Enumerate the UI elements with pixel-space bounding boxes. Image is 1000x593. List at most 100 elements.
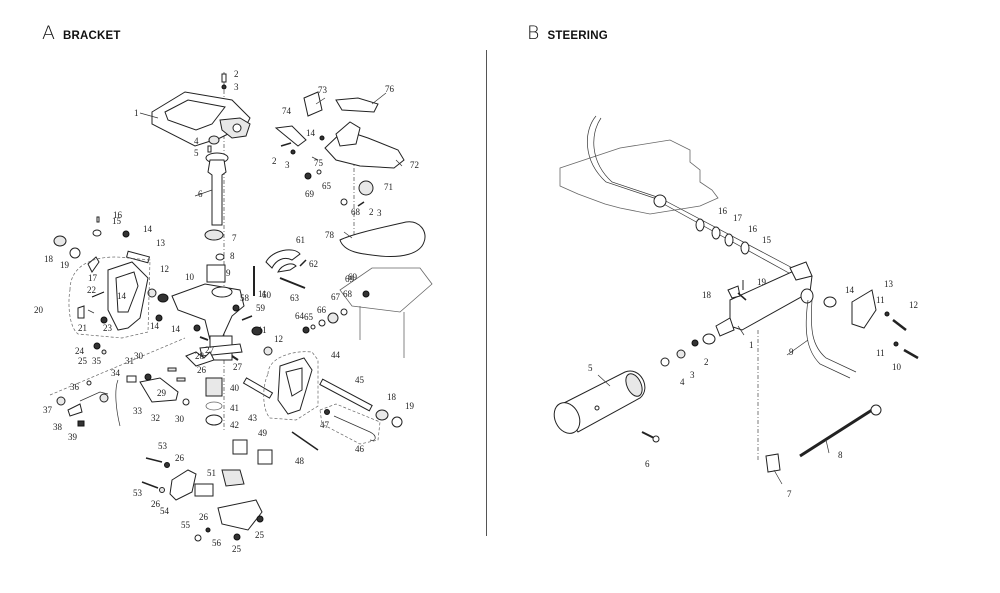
engine-base-ghost <box>339 267 433 313</box>
nut-24-part <box>100 316 108 324</box>
bracket-callout-27: 27 <box>205 345 215 355</box>
cam-21-part <box>77 305 85 319</box>
bolt-23-part <box>91 291 105 298</box>
bracket-callout-68: 68 <box>343 289 353 299</box>
steering-callout-5: 5 <box>588 363 593 373</box>
damper-58-part <box>221 469 245 487</box>
bracket-callout-12: 12 <box>160 264 169 274</box>
bolt-48-part <box>291 431 319 451</box>
bracket-callout-32: 32 <box>151 413 160 423</box>
screw-6-head <box>652 435 660 443</box>
bracket-callout-66: 66 <box>317 305 327 315</box>
shaft-8-part <box>799 408 873 458</box>
steering-callout-16: 16 <box>718 206 728 216</box>
bracket-callout-30: 30 <box>175 414 185 424</box>
bracket-callout-23: 23 <box>103 323 113 333</box>
clamp-bracket-part <box>107 261 149 331</box>
washer-11b-part <box>893 341 899 347</box>
bracket-callout-labels: 1234567891011121314141414151617181920212… <box>34 69 419 554</box>
tilt-group-line <box>49 337 186 396</box>
nut-18b-part <box>375 409 389 421</box>
washer-65b-part <box>316 169 322 175</box>
nut-47-part <box>324 409 330 415</box>
bracket-callout-25: 25 <box>232 544 242 554</box>
bushing-42-part <box>205 414 223 426</box>
ring-17-part <box>711 226 721 240</box>
steering-callout-13: 13 <box>884 279 894 289</box>
steering-callout-12: 12 <box>909 300 918 310</box>
cable-b-part <box>593 117 661 199</box>
bracket-callout-56: 56 <box>212 538 222 548</box>
bracket-frame-part <box>151 91 251 147</box>
washer-65-part <box>310 324 316 330</box>
steering-callout-16: 16 <box>748 224 758 234</box>
bracket-callout-8: 8 <box>230 251 235 261</box>
bracket-callout-44: 44 <box>331 350 341 360</box>
bracket-callout-53: 53 <box>158 441 168 451</box>
pin-27-part <box>199 336 209 341</box>
shaft-8-head <box>870 404 882 416</box>
tube-45-part <box>319 378 373 412</box>
bracket-callout-7: 7 <box>232 233 237 243</box>
steering-callout-11: 11 <box>876 295 885 305</box>
screw-18-part <box>727 285 741 299</box>
bracket-callout-26: 26 <box>151 499 161 509</box>
spacer-3-part <box>676 349 686 359</box>
washer-26e-part <box>205 527 211 533</box>
bracket-callout-69: 69 <box>345 274 355 284</box>
bracket-callout-73: 73 <box>318 85 328 95</box>
bracket-callout-53: 53 <box>133 488 143 498</box>
throttle-end-part <box>702 333 716 345</box>
upper-cover-72-part <box>324 121 405 169</box>
washer-11a-part <box>884 311 890 317</box>
mount-71-part <box>358 180 374 196</box>
pin-62-part <box>299 259 307 267</box>
bracket-callout-47: 47 <box>320 420 330 430</box>
tiller-arm-1-part <box>715 261 814 337</box>
clamp-61b-part <box>277 263 297 273</box>
nut-69-part <box>362 290 370 298</box>
bracket-callout-14: 14 <box>171 324 181 334</box>
steering-callout-19: 19 <box>757 277 767 287</box>
bolt-12-part <box>892 319 907 331</box>
mount-56-part <box>217 499 263 531</box>
lever-17-part <box>87 256 100 273</box>
bracket-callout-37: 37 <box>43 405 53 415</box>
nut-69b-part <box>304 172 312 180</box>
bracket-callout-27: 27 <box>233 362 243 372</box>
bracket-callout-51: 51 <box>207 468 216 478</box>
spring-34-part <box>99 393 109 403</box>
bracket-callout-76: 76 <box>385 84 395 94</box>
nut-64-part <box>302 326 310 334</box>
bracket-callout-18: 18 <box>44 254 54 264</box>
nut-14b-part <box>155 314 163 322</box>
bracket-callout-38: 38 <box>53 422 63 432</box>
callout-leaders <box>139 92 830 485</box>
bracket-callout-4: 4 <box>194 136 199 146</box>
bracket-callout-12: 12 <box>274 334 283 344</box>
steering-callout-7: 7 <box>787 489 792 499</box>
bolt-2c-part <box>357 201 365 207</box>
throttle-grip-5-part <box>553 370 646 434</box>
o-ring-41-part <box>205 401 223 411</box>
section-b-title: B STEERING <box>527 22 608 44</box>
bracket-callout-42: 42 <box>230 420 239 430</box>
bolt-30b-part <box>182 398 190 406</box>
nut-25c-part <box>256 515 264 523</box>
nut-2-part <box>691 339 699 347</box>
tilt-rod-46-part <box>333 415 376 441</box>
bracket-callout-60: 60 <box>262 290 272 300</box>
section-b-name: STEERING <box>547 30 608 42</box>
cover-13-part <box>851 289 877 329</box>
bracket-callout-11: 11 <box>258 289 267 299</box>
clip-7-part <box>765 453 781 473</box>
steering-callout-11: 11 <box>876 348 885 358</box>
nut-19b-part <box>391 416 403 428</box>
bracket-callout-41: 41 <box>230 403 239 413</box>
bracket-callout-71: 71 <box>384 182 393 192</box>
section-a-title: A BRACKET <box>42 22 121 44</box>
cable-a-part <box>587 115 661 201</box>
bracket-callout-54: 54 <box>160 506 170 516</box>
nut-14-part <box>122 230 130 238</box>
bushing-14-part <box>823 296 837 308</box>
